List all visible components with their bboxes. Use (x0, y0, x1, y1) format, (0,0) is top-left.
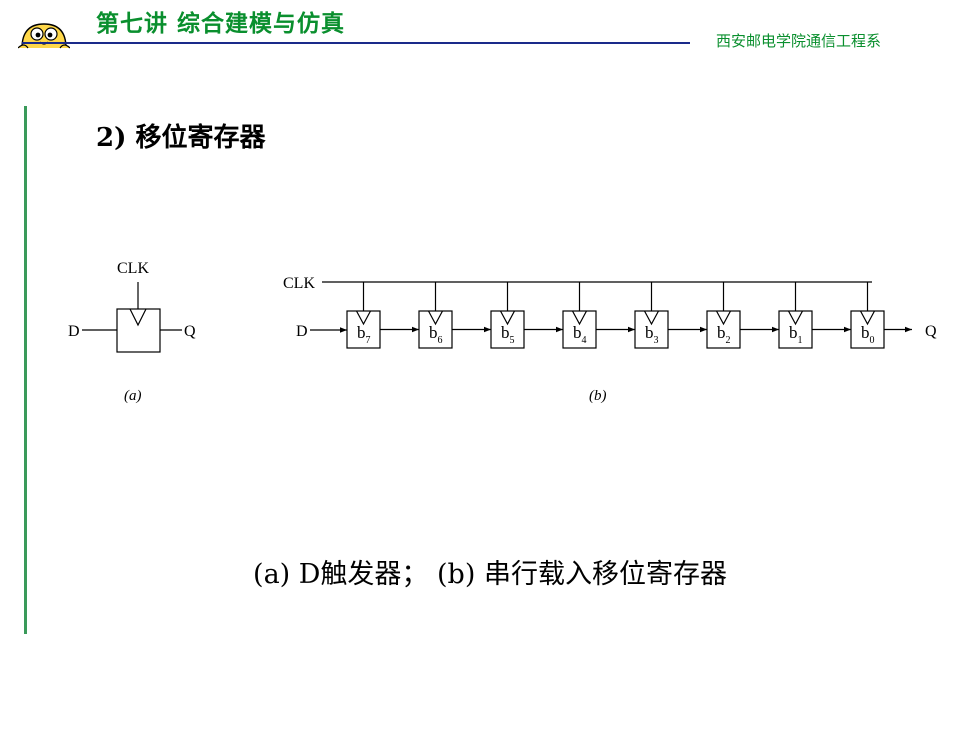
department-name: 西安邮电学院通信工程系 (716, 32, 882, 50)
cell-clock-triangle (355, 310, 372, 326)
register-cell-subscript: 2 (726, 335, 731, 346)
b-caption: (b) (589, 388, 607, 404)
a-clock-triangle (129, 308, 147, 327)
register-cell-box (346, 310, 381, 349)
register-cell-subscript: 5 (510, 335, 515, 346)
d-flip-flop-a: CLK D Q (a) (68, 260, 196, 404)
cell-clock-triangle (571, 310, 588, 326)
register-cell-box (778, 310, 813, 349)
header-divider (22, 42, 690, 44)
register-cell-subscript: 0 (870, 335, 875, 346)
register-cell-subscript: 4 (582, 335, 587, 346)
a-d-label: D (68, 323, 80, 340)
a-caption: (a) (124, 388, 142, 404)
b-q-label: Q (925, 323, 937, 340)
a-clk-label: CLK (117, 260, 149, 277)
cell-clock-triangle (787, 310, 804, 326)
cell-clock-triangle (859, 310, 876, 326)
register-cell-box (706, 310, 741, 349)
left-accent-bar (24, 106, 27, 634)
cell-clock-triangle (715, 310, 732, 326)
b-d-label: D (296, 323, 308, 340)
cell-clock-triangle (499, 310, 516, 326)
register-cell-box (418, 310, 453, 349)
figure-caption: (a) D触发器； (b) 串行载入移位寄存器 (253, 559, 727, 590)
a-q-label: Q (184, 323, 196, 340)
cell-clock-triangle (643, 310, 660, 326)
b-clk-label: CLK (283, 275, 315, 292)
lecture-title: 第七讲 综合建模与仿真 (96, 11, 346, 37)
a-ff-box (116, 308, 161, 353)
register-cell-subscript: 3 (654, 335, 659, 346)
register-cell-subscript: 6 (438, 335, 443, 346)
register-cell-subscript: 7 (366, 335, 371, 346)
cell-clock-triangle (427, 310, 444, 326)
register-cell-subscript: 1 (798, 335, 803, 346)
section-title: 2) 移位寄存器 (96, 123, 266, 153)
register-cell-box (490, 310, 525, 349)
